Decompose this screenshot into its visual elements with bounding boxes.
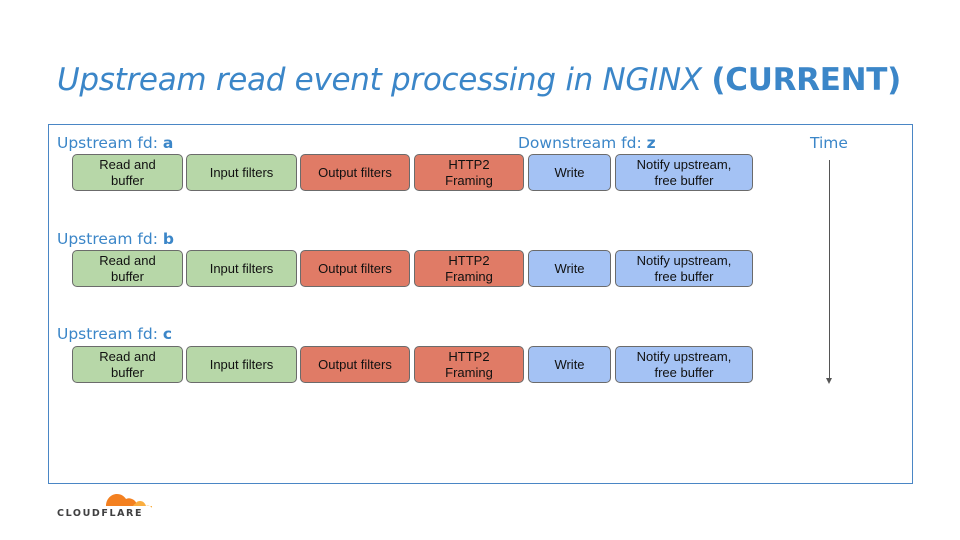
slide-title: Upstream read event processing in NGINX … <box>57 62 901 98</box>
upstream-fd-a-label: Upstream fd: a <box>57 134 173 152</box>
step-input-filters: Input filters <box>186 154 297 191</box>
step-input-filters: Input filters <box>186 346 297 383</box>
step-output-filters: Output filters <box>300 154 410 191</box>
step-read-and-buffer: Read and buffer <box>72 250 183 287</box>
diagram-frame <box>48 124 913 484</box>
pipeline-row-c: Read and buffer Input filters Output fil… <box>72 346 753 383</box>
step-http2-framing: HTTP2 Framing <box>414 250 524 287</box>
label-prefix: Upstream fd: <box>57 230 163 248</box>
upstream-fd-b-label: Upstream fd: b <box>57 230 174 248</box>
label-id: c <box>162 325 173 343</box>
step-write: Write <box>528 250 611 287</box>
cloudflare-wordmark: CLOUDFLARE <box>57 508 144 519</box>
downstream-fd-label: Downstream fd: z <box>518 134 656 152</box>
step-notify-upstream: Notify upstream, free buffer <box>615 346 753 383</box>
step-read-and-buffer: Read and buffer <box>72 346 183 383</box>
step-read-and-buffer: Read and buffer <box>72 154 183 191</box>
step-http2-framing: HTTP2 Framing <box>414 154 524 191</box>
label-prefix: Upstream fd: <box>57 325 163 343</box>
step-output-filters: Output filters <box>300 346 410 383</box>
step-notify-upstream: Notify upstream, free buffer <box>615 154 753 191</box>
pipeline-row-a: Read and buffer Input filters Output fil… <box>72 154 753 191</box>
cloudflare-logo-icon <box>106 494 152 508</box>
title-main: Upstream read event processing in NGINX <box>57 62 702 98</box>
time-label: Time <box>810 134 848 152</box>
step-write: Write <box>528 346 611 383</box>
time-arrow-line <box>829 160 830 380</box>
label-id: a <box>162 134 174 152</box>
step-http2-framing: HTTP2 Framing <box>414 346 524 383</box>
title-emphasis: (CURRENT) <box>711 62 901 98</box>
label-id: z <box>646 134 656 152</box>
upstream-fd-c-label: Upstream fd: c <box>57 325 172 343</box>
pipeline-row-b: Read and buffer Input filters Output fil… <box>72 250 753 287</box>
step-input-filters: Input filters <box>186 250 297 287</box>
step-output-filters: Output filters <box>300 250 410 287</box>
label-prefix: Downstream fd: <box>518 134 647 152</box>
label-prefix: Upstream fd: <box>57 134 163 152</box>
step-write: Write <box>528 154 611 191</box>
time-arrow-head <box>826 378 832 384</box>
step-notify-upstream: Notify upstream, free buffer <box>615 250 753 287</box>
label-id: b <box>162 230 174 248</box>
